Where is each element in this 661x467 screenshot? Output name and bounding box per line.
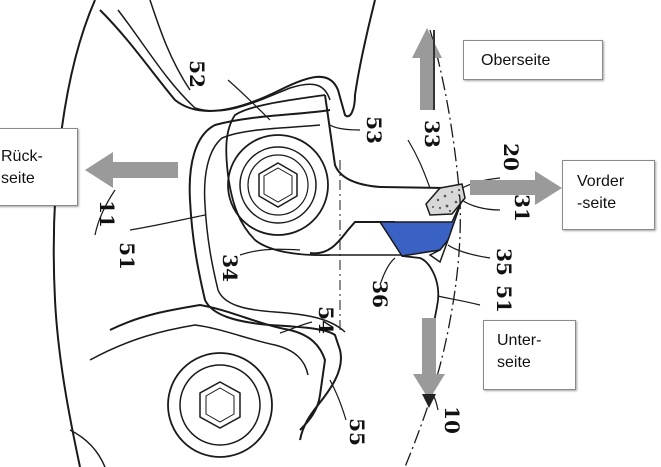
ref-51-left: 51 <box>114 242 139 270</box>
ref-55: 55 <box>344 418 369 446</box>
upper-pocket-outline <box>99 0 376 118</box>
arrow-down <box>413 318 445 408</box>
ref-31: 31 <box>509 194 534 222</box>
label-box-rueckseite: Rück- seite <box>0 128 78 206</box>
ref-33: 33 <box>419 120 444 148</box>
label-box-oberseite: Oberseite <box>463 40 603 80</box>
lower-screw <box>167 352 273 458</box>
main-holder-inner <box>203 124 346 333</box>
body-inner-arc <box>149 0 191 91</box>
label-oberseite: Oberseite <box>481 52 551 69</box>
label-vorderseite-line1: Vorder <box>577 173 625 190</box>
ref-20: 20 <box>498 143 523 171</box>
ref-54: 54 <box>313 306 338 334</box>
arrow-left <box>85 152 178 188</box>
lower-pocket-outline <box>109 303 327 431</box>
label-box-unterseite: Unter- seite <box>483 320 576 390</box>
insert-support <box>428 239 449 264</box>
label-box-vorderseite: Vorder -seite <box>562 160 655 230</box>
clamp-screw <box>227 134 329 236</box>
label-vorderseite-line2: -seite <box>577 195 617 212</box>
arrow-right <box>470 171 562 205</box>
body-outline-arc <box>52 0 96 467</box>
diamond-tip <box>425 183 466 216</box>
ref-34: 34 <box>217 254 242 282</box>
ref-51-right: 51 <box>491 285 516 313</box>
clamp-side <box>225 94 331 257</box>
lower-pocket-inner <box>89 324 309 376</box>
chip-lower-edge <box>309 221 395 255</box>
leader-lines <box>94 79 501 421</box>
label-unterseite-line1: Unter- <box>497 332 542 349</box>
lower-outer-arc <box>69 429 106 467</box>
ref-52: 52 <box>184 60 209 88</box>
clamp-upper-edge <box>324 94 446 189</box>
ref-11: 11 <box>94 200 119 228</box>
label-unterseite-line2: seite <box>497 354 531 371</box>
ref-36: 36 <box>367 280 392 308</box>
label-rueckseite-line1: Rück- <box>1 148 43 165</box>
label-rueckseite-line2: seite <box>1 170 35 187</box>
ref-10: 10 <box>439 406 464 434</box>
ref-35: 35 <box>491 248 516 276</box>
cutting-circle-line <box>404 29 461 467</box>
main-holder-outline <box>188 109 342 441</box>
arrow-up <box>412 28 442 110</box>
diamond-speckles <box>432 191 460 213</box>
ref-53: 53 <box>361 116 386 144</box>
upper-pocket-inner <box>117 9 331 112</box>
